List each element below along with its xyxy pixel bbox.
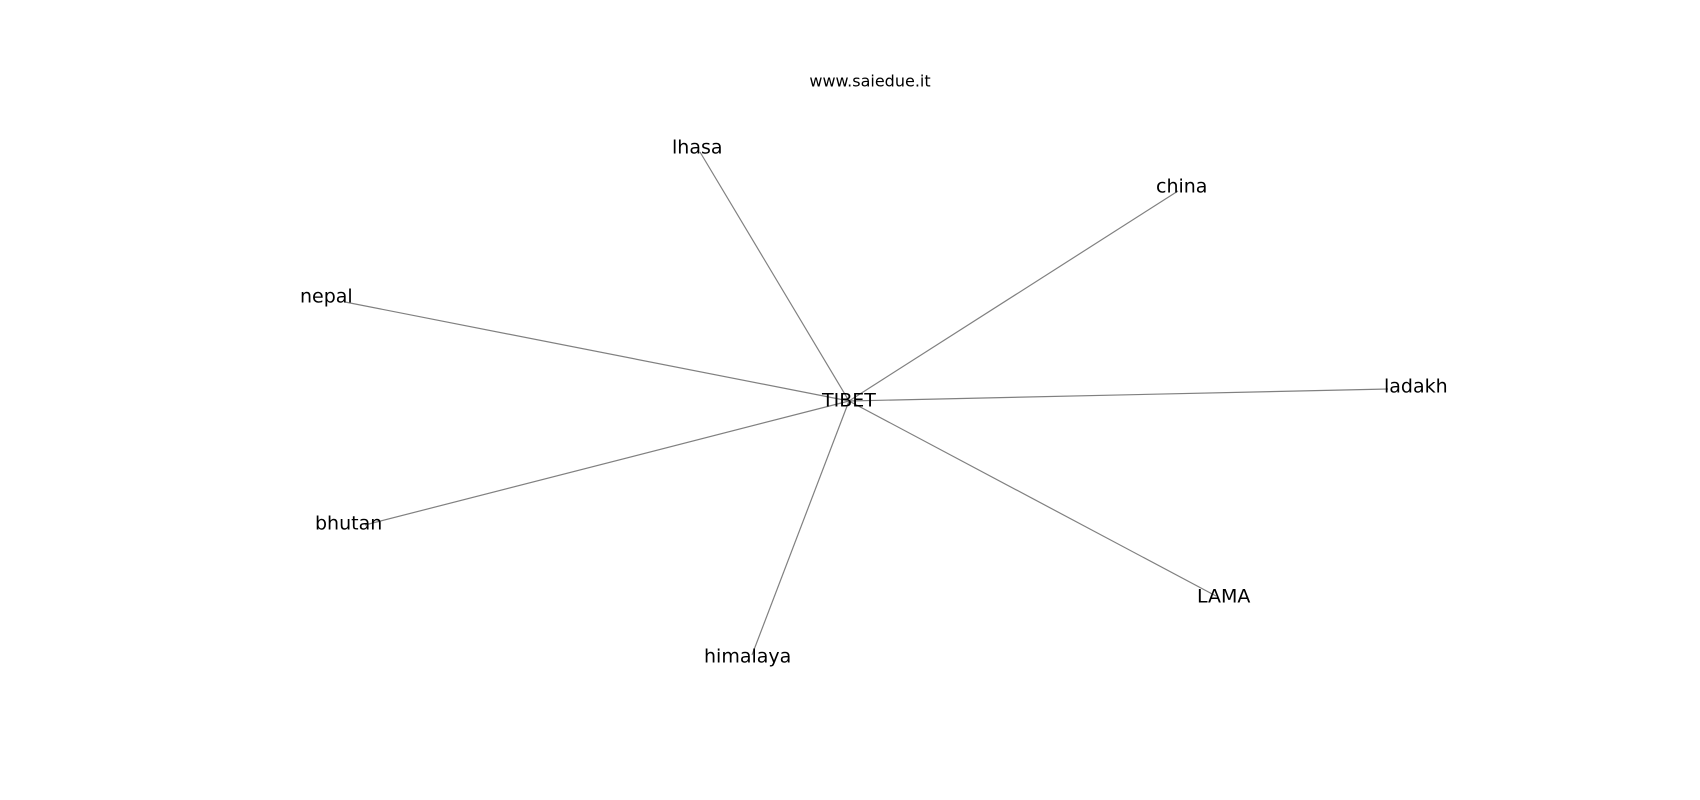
node-label-lhasa: lhasa [672, 137, 723, 159]
edge-tibet-bhutan [364, 400, 850, 526]
node-label-china: china [1156, 176, 1207, 198]
edge-tibet-lhasa [699, 151, 850, 402]
edge-tibet-china [848, 190, 1179, 402]
edge-tibet-ladakh [848, 388, 1389, 402]
site-url-label: www.saiedue.it [809, 72, 930, 91]
edge-tibet-himalaya [751, 400, 850, 656]
edge-tibet-nepal [344, 301, 850, 402]
node-label-ladakh: ladakh [1384, 376, 1448, 398]
node-label-bhutan: bhutan [315, 513, 382, 535]
node-label-lama: LAMA [1197, 586, 1250, 608]
edge-tibet-lama [848, 400, 1217, 597]
node-label-nepal: nepal [300, 286, 353, 308]
edges-layer [344, 151, 1389, 656]
node-label-himalaya: himalaya [704, 646, 791, 668]
node-label-tibet: TIBET [821, 390, 876, 412]
